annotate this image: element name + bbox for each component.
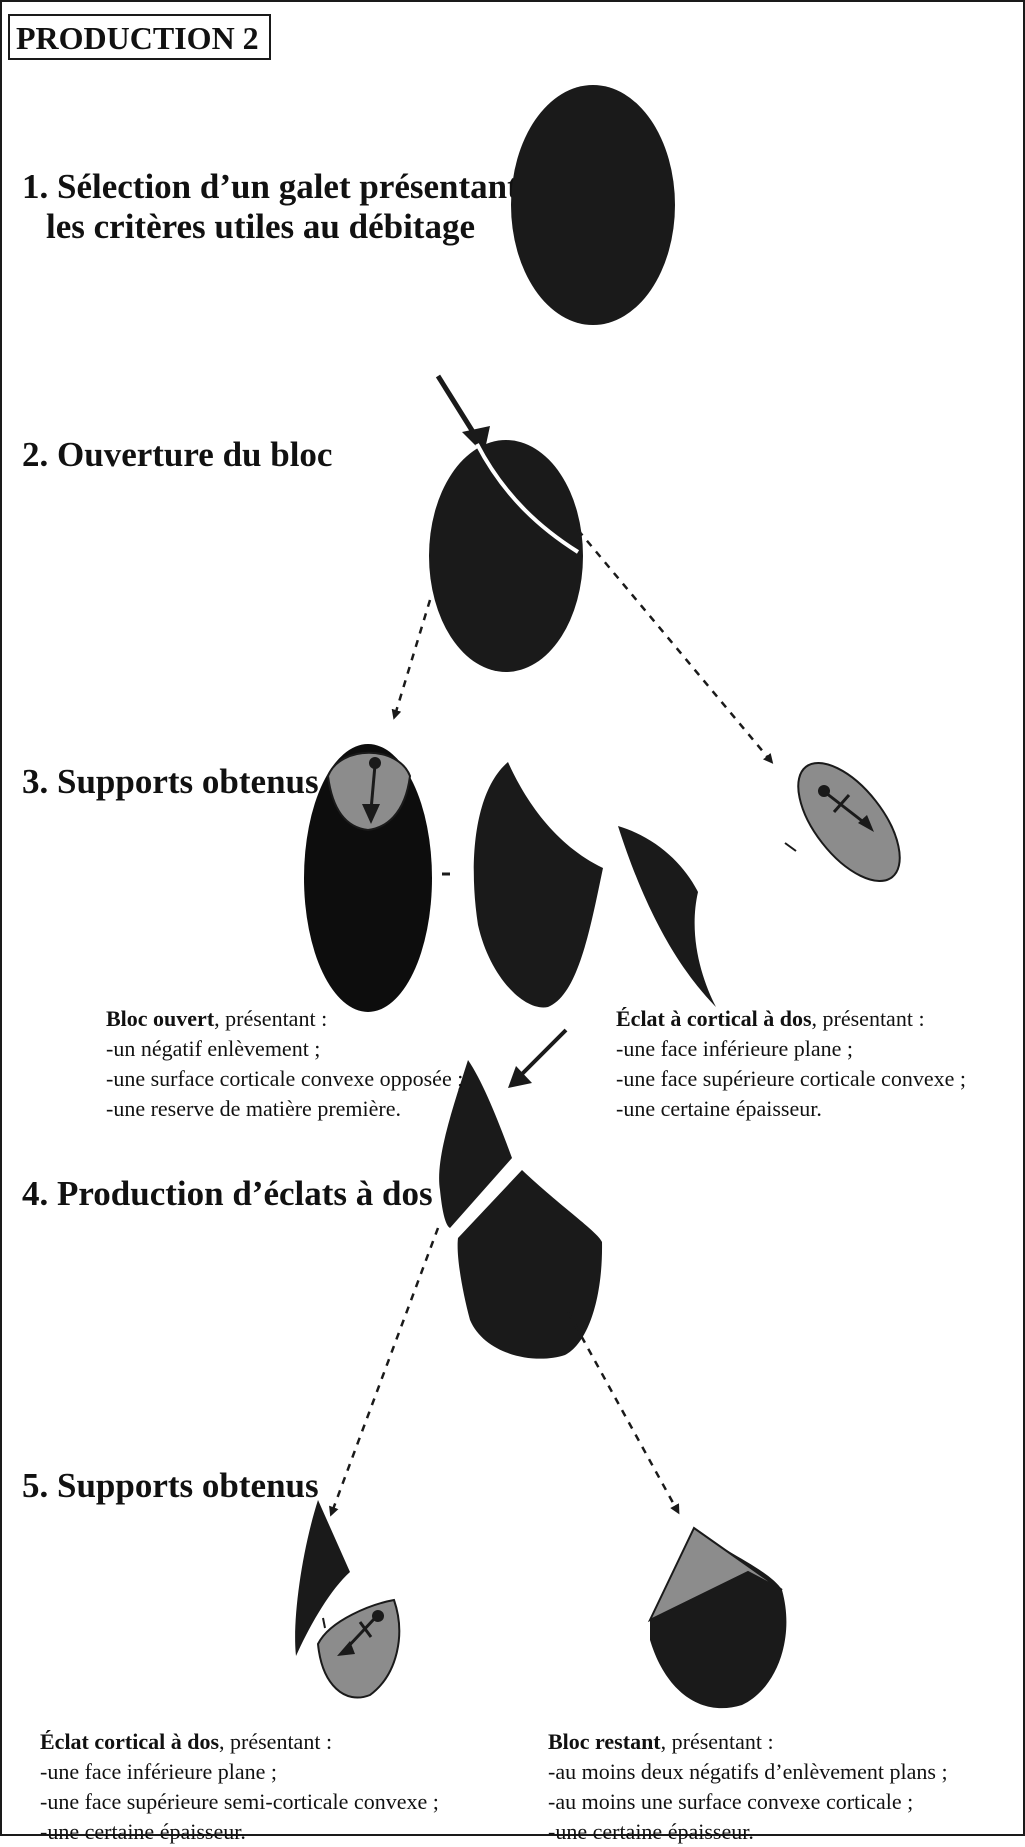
- desc-eclat-a-cortical-heading: Éclat à cortical à dos, présentant :: [616, 1004, 1020, 1034]
- step-5-label: 5. Supports obtenus: [22, 1466, 319, 1505]
- percussion-arrow-2: [516, 1028, 568, 1080]
- desc-bloc-restant: Bloc restant, présentant : -au moins deu…: [548, 1727, 1020, 1847]
- desc-bloc-restant-heading: Bloc restant, présentant :: [548, 1727, 1020, 1757]
- dashed-arrow-left-2: [329, 1227, 440, 1517]
- desc-bloc-ouvert-title: Bloc ouvert: [106, 1006, 215, 1031]
- remaining-block-figure: [647, 1526, 787, 1709]
- dashed-arrow-right: [577, 529, 774, 764]
- desc-bloc-ouvert-heading: Bloc ouvert, présentant :: [106, 1004, 463, 1034]
- dashed-arrow-left: [391, 599, 432, 720]
- desc-eclat-cortical-item: -une face supérieure semi-corticale conv…: [40, 1789, 439, 1814]
- cortical-flake-ventral: [797, 762, 901, 882]
- cortical-backed-flake-ventral: [316, 1598, 401, 1699]
- desc-eclat-a-cortical-item: -une face supérieure corticale convexe ;: [616, 1066, 966, 1091]
- desc-eclat-a-cortical-item: -une certaine épaisseur.: [616, 1096, 822, 1121]
- desc-bloc-ouvert-suffix: , présentant :: [214, 1006, 328, 1031]
- percussion-arrow-2-head: [508, 1066, 532, 1088]
- desc-eclat-cortical-suffix: , présentant :: [219, 1729, 333, 1754]
- block-opening-figure: [429, 374, 583, 672]
- page-title: PRODUCTION 2: [8, 14, 271, 60]
- desc-bloc-restant-item: -une certaine épaisseur.: [548, 1819, 754, 1844]
- desc-eclat-a-cortical: Éclat à cortical à dos, présentant : -un…: [616, 1004, 1020, 1124]
- desc-bloc-ouvert: Bloc ouvert, présentant : -un négatif en…: [106, 1004, 463, 1124]
- desc-eclat-cortical-item: -une face inférieure plane ;: [40, 1759, 277, 1784]
- desc-bloc-restant-suffix: , présentant :: [660, 1729, 774, 1754]
- cortical-flake-figure: [618, 762, 901, 1007]
- remaining-block-scars: [647, 1526, 783, 1623]
- desc-bloc-ouvert-item: -une surface corticale convexe opposée ;: [106, 1066, 464, 1091]
- desc-eclat-cortical: Éclat cortical à dos, présentant : -une …: [40, 1727, 439, 1847]
- step-1-label: 1. Sélection d’un galet présentant les c…: [22, 167, 519, 247]
- desc-eclat-a-cortical-suffix: , présentant :: [811, 1006, 925, 1031]
- remaining-block-piece: [457, 1170, 603, 1359]
- step-4-label: 4. Production d’éclats à dos: [22, 1174, 433, 1213]
- desc-bloc-restant-title: Bloc restant: [548, 1729, 661, 1754]
- desc-eclat-a-cortical-title: Éclat à cortical à dos: [616, 1006, 812, 1031]
- desc-eclat-cortical-heading: Éclat cortical à dos, présentant :: [40, 1727, 439, 1757]
- desc-bloc-restant-item: -au moins deux négatifs d’enlèvement pla…: [548, 1759, 948, 1784]
- step-1-line-2: les critères utiles au débitage: [46, 207, 475, 246]
- cortical-backed-flake-figure: [295, 1500, 401, 1699]
- dashed-arrow-right-2: [566, 1311, 680, 1515]
- desc-eclat-a-cortical-item: -une face inférieure plane ;: [616, 1036, 853, 1061]
- pebble-shape: [511, 85, 675, 325]
- desc-bloc-ouvert-item: -un négatif enlèvement ;: [106, 1036, 321, 1061]
- opened-block-shape: [429, 440, 583, 672]
- opened-block-flake-view: [473, 762, 603, 1008]
- detached-flake-piece: [439, 1060, 512, 1228]
- desc-bloc-restant-item: -au moins une surface convexe corticale …: [548, 1789, 914, 1814]
- step-1-line-1: 1. Sélection d’un galet présentant: [22, 167, 519, 206]
- desc-eclat-cortical-item: -une certaine épaisseur.: [40, 1819, 246, 1844]
- desc-bloc-ouvert-item: -une reserve de matière première.: [106, 1096, 401, 1121]
- desc-eclat-cortical-title: Éclat cortical à dos: [40, 1729, 220, 1754]
- opened-block-figure: [304, 744, 603, 1012]
- percussion-arrow: [435, 374, 481, 442]
- backed-flake-production-figure: [439, 1028, 603, 1359]
- fracture-line: [475, 443, 580, 554]
- step-3-label: 3. Supports obtenus: [22, 762, 319, 801]
- negative-scar: [326, 751, 412, 832]
- step-2-label: 2. Ouverture du bloc: [22, 435, 333, 474]
